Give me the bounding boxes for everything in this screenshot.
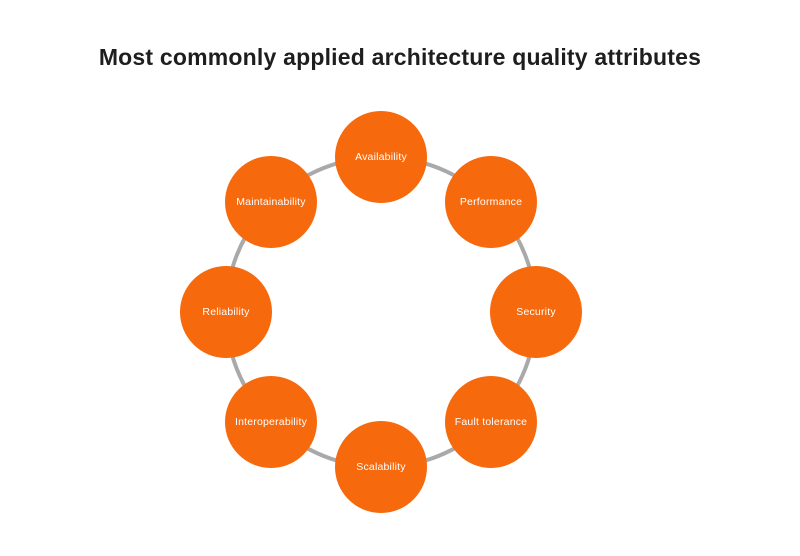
node-interoperability: Interoperability xyxy=(225,376,317,468)
node-label: Maintainability xyxy=(236,196,306,208)
node-reliability: Reliability xyxy=(180,266,272,358)
page-title: Most commonly applied architecture quali… xyxy=(98,44,702,70)
node-fault-tolerance: Fault tolerance xyxy=(445,376,537,468)
node-label: Performance xyxy=(459,196,523,208)
node-label: Availability xyxy=(355,151,407,163)
node-label: Security xyxy=(516,306,556,318)
node-scalability: Scalability xyxy=(335,421,427,513)
node-label: Scalability xyxy=(356,461,406,473)
node-label: Fault tolerance xyxy=(454,416,528,428)
node-availability: Availability xyxy=(335,111,427,203)
node-maintainability: Maintainability xyxy=(225,156,317,248)
node-label: Interoperability xyxy=(234,416,308,428)
node-label: Reliability xyxy=(202,306,250,318)
node-performance: Performance xyxy=(445,156,537,248)
node-security: Security xyxy=(490,266,582,358)
